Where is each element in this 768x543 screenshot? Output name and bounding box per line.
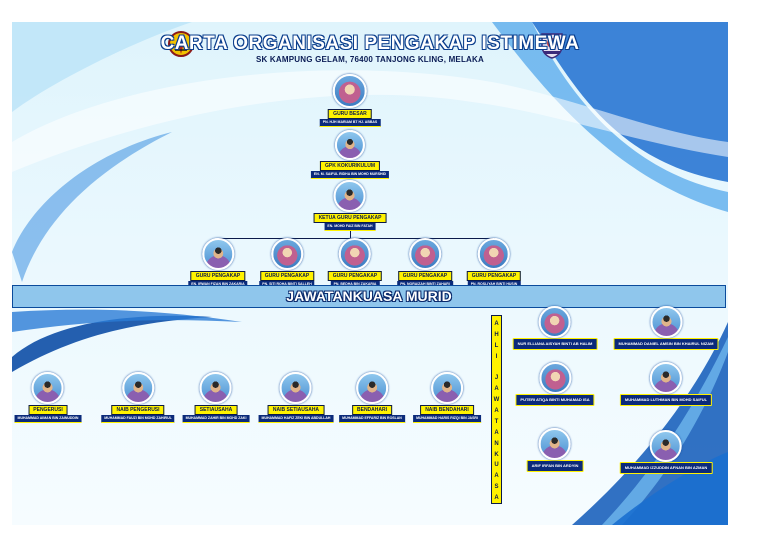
role-label: NAIB BENDAHARI: [420, 405, 474, 415]
avatar: [650, 306, 682, 338]
role-label: PENGERUSI: [28, 405, 68, 415]
ahli-label-char: A: [494, 408, 499, 415]
role-label: GURU PENGAKAP: [466, 271, 522, 281]
member-name: NUR ELLIANA AISYAH BINTI AB HALIM: [512, 338, 598, 350]
member-card: MUHAMMAD LUTHMAN BIN MOHD SAIFUL: [619, 362, 713, 406]
avatar: [334, 180, 366, 212]
connector-line: [350, 228, 351, 238]
ahli-label-char: H: [494, 331, 499, 338]
name-label: MUHAMMAD ZAHIR BIN MOHD ZAKI: [182, 415, 250, 423]
avatar: [539, 428, 571, 460]
role-label: NAIB SETIAUSAHA: [267, 405, 325, 415]
role-label: GURU PENGAKAP: [327, 271, 383, 281]
avatar: [271, 238, 303, 270]
role-label: GURU PENGAKAP: [259, 271, 315, 281]
member-name: MUHAMMAD DANIEL AMSIN BIN KHAIRUL NIZAM: [613, 338, 719, 350]
avatar: [409, 238, 441, 270]
avatar: [122, 372, 154, 404]
avatar: [279, 372, 312, 404]
school-crest-icon: [538, 30, 566, 60]
name-label: EN. MOHD FAIZ BIN FATAH: [324, 223, 376, 231]
role-label: BENDAHARI: [351, 405, 392, 415]
avatar: [539, 306, 571, 338]
avatar: [650, 362, 682, 394]
ahli-label-char: K: [494, 451, 499, 458]
guru-pengakap-card: GURU PENGAKAP PN. NORAIZAH BINTI ZAHARI: [397, 238, 453, 289]
avatar: [202, 238, 234, 270]
guru-pengakap-card: GURU PENGAKAP EN. IRWAN FIZAN BIN ZAKARI…: [188, 238, 248, 289]
role-label: GURU BESAR: [328, 109, 372, 119]
school-address: SK KAMPUNG GELAM, 76400 TANJONG KLING, M…: [256, 55, 484, 64]
ahli-label-char: U: [494, 462, 499, 469]
scout-emblem-icon: [167, 30, 195, 60]
role-label: SETIAUSAHA: [194, 405, 238, 415]
officer-card: NAIB BENDAHARI MUHAMMAD HARIS RIZQI BIN …: [413, 372, 481, 423]
gpk-card: GPK KOKURIKULUM EN. M. SAIFUL RIDHA BIN …: [310, 130, 390, 179]
officer-card: SETIAUSAHA MUHAMMAD ZAHIR BIN MOHD ZAKI: [182, 372, 250, 423]
member-name: MUHAMMAD IZZUDDIN AFNAN BIN AZMAN: [619, 462, 713, 474]
officer-card: PENGERUSI MUHAMMAD AIMAN BIN ZAINUDDIN: [14, 372, 82, 423]
role-label: NAIB PENGERUSI: [111, 405, 165, 415]
guru-besar-card: GURU BESAR PN. HJH MARIAM BT HJ. ABBAS: [319, 74, 381, 127]
guru-pengakap-card: GURU PENGAKAP PN. BEDHA BIN ZAKARIA: [327, 238, 383, 289]
member-card: MUHAMMAD IZZUDDIN AFNAN BIN AZMAN: [619, 430, 713, 474]
officer-card: NAIB SETIAUSAHA MUHAMMAD HAFIZ ZEKI BIN …: [258, 372, 334, 423]
member-card: MUHAMMAD DANIEL AMSIN BIN KHAIRUL NIZAM: [613, 306, 719, 350]
member-name: PUTERI ATIQA BINTI MUHAMAD ISA: [515, 394, 595, 406]
avatar: [539, 362, 571, 394]
officer-card: NAIB PENGERUSI MUHAMMAD FAUZI BIN MOHD Z…: [101, 372, 175, 423]
name-label: MUHAMMAD EFFARIZ BIN ROSLAN: [339, 415, 405, 423]
ahli-label-char: A: [494, 429, 499, 436]
name-label: MUHAMMAD HAFIZ ZEKI BIN ABDULLAH: [258, 415, 334, 423]
ahli-label-char: J: [494, 375, 499, 382]
avatar: [332, 74, 367, 108]
member-card: PUTERI ATIQA BINTI MUHAMAD ISA: [515, 362, 595, 406]
org-chart-canvas: CARTA ORGANISASI PENGAKAP ISTIMEWA SK KA…: [12, 22, 728, 525]
ahli-label-char: S: [494, 484, 499, 491]
ahli-label-char: A: [494, 473, 499, 480]
ketua-guru-card: KETUA GURU PENGAKAP EN. MOHD FAIZ BIN FA…: [313, 180, 387, 231]
name-label: MUHAMMAD HARIS RIZQI BIN JASRI: [413, 415, 481, 423]
avatar: [31, 372, 64, 404]
page-title: CARTA ORGANISASI PENGAKAP ISTIMEWA: [160, 33, 580, 54]
member-card: NUR ELLIANA AISYAH BINTI AB HALIM: [512, 306, 598, 350]
ahli-label-char: I: [495, 353, 498, 360]
guru-pengakap-card: GURU PENGAKAP PN. SITI ROHA BINTI SALLEH: [259, 238, 315, 289]
ahli-label-char: L: [494, 342, 499, 349]
avatar: [338, 238, 371, 270]
committee-band-title: JAWATANKUASA MURID: [286, 288, 452, 304]
officer-card: BENDAHARI MUHAMMAD EFFARIZ BIN ROSLAN: [339, 372, 405, 423]
ahli-label-char: A: [494, 495, 499, 502]
member-name: MUHAMMAD LUTHMAN BIN MOHD SAIFUL: [619, 394, 713, 406]
name-label: MUHAMMAD FAUZI BIN MOHD ZAHIRUL: [101, 415, 175, 423]
member-name: ARIF IRFAN BIN ARDYIN: [526, 460, 584, 472]
avatar: [355, 372, 388, 404]
committee-band: JAWATANKUASA MURID: [12, 285, 726, 308]
avatar: [199, 372, 232, 404]
member-card: ARIF IRFAN BIN ARDYIN: [526, 428, 584, 472]
name-label: EN. M. SAIFUL RIDHA BIN MOHD MURSHID: [310, 171, 390, 179]
ahli-label-char: N: [494, 440, 499, 447]
ahli-label-char: T: [494, 418, 499, 425]
guru-pengakap-card: GURU PENGAKAP PN. ROSLIYAH BINTI HUSIN: [466, 238, 522, 289]
avatar: [650, 430, 682, 462]
avatar: [334, 130, 365, 160]
avatar: [431, 372, 463, 404]
role-label: GPK KOKURIKULUM: [319, 161, 380, 171]
ahli-label-char: A: [494, 386, 499, 393]
role-label: GURU PENGAKAP: [190, 271, 246, 281]
ahli-label-char: W: [493, 397, 500, 404]
name-label: MUHAMMAD AIMAN BIN ZAINUDDIN: [14, 415, 82, 423]
name-label: PN. HJH MARIAM BT HJ. ABBAS: [319, 119, 381, 127]
role-label: KETUA GURU PENGAKAP: [313, 213, 387, 223]
ahli-label-char: A: [494, 321, 499, 327]
role-label: GURU PENGAKAP: [397, 271, 453, 281]
avatar: [477, 238, 510, 270]
